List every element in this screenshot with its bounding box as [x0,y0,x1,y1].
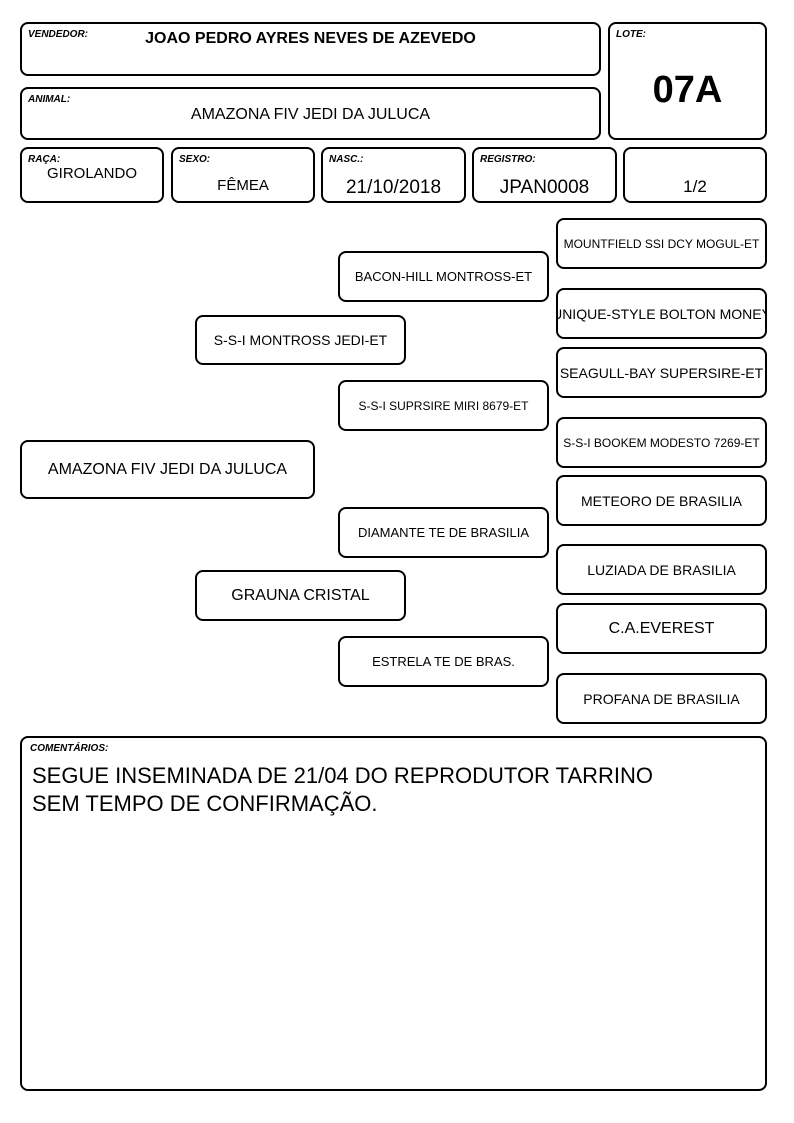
animal-label: ANIMAL: [28,94,71,105]
registro-label: REGISTRO: [480,154,536,165]
animal-value: AMAZONA FIV JEDI DA JULUCA [190,106,431,123]
pedigree-dam: GRAUNA CRISTAL [195,570,406,621]
pedigree-sire: S-S-I MONTROSS JEDI-ET [195,315,406,365]
sexo-label: SEXO: [179,154,211,165]
pedigree-great-grandparent: MOUNTFIELD SSI DCY MOGUL-ET [556,218,767,269]
raca-value: GIROLANDO [46,165,137,182]
comments-box: COMENTÁRIOS: SEGUE INSEMINADA DE 21/04 D… [20,736,767,1091]
pedigree-great-grandparent: SEAGULL-BAY SUPERSIRE-ET [556,347,767,398]
pedigree-dam-sire: DIAMANTE TE DE BRASILIA [338,507,549,558]
pagina-value: 1/2 [683,177,707,196]
comments-label: COMENTÁRIOS: [30,743,109,754]
sexo-box: SEXO: FÊMEA [171,147,315,203]
pedigree-great-grandparent: C.A.EVEREST [556,603,767,654]
vendedor-label: VENDEDOR: [28,29,89,40]
nasc-box: NASC.: 21/10/2018 [321,147,466,203]
pedigree-great-grandparent: S-S-I BOOKEM MODESTO 7269-ET [556,417,767,468]
pagina-box: 1/2 [623,147,767,203]
comments-text: SEGUE INSEMINADA DE 21/04 DO REPRODUTOR … [32,763,654,816]
pedigree-great-grandparent: LUZIADA DE BRASILIA [556,544,767,595]
pedigree-sire-dam: S-S-I SUPRSIRE MIRI 8679-ET [338,380,549,431]
vendedor-box: VENDEDOR: JOAO PEDRO AYRES NEVES DE AZEV… [20,22,601,76]
lote-label: LOTE: [616,29,646,40]
animal-box: ANIMAL: AMAZONA FIV JEDI DA JULUCA [20,87,601,140]
nasc-label: NASC.: [329,154,364,165]
pedigree-great-grandparent: METEORO DE BRASILIA [556,475,767,526]
pedigree-sire-sire: BACON-HILL MONTROSS-ET [338,251,549,302]
pedigree-dam-dam: ESTRELA TE DE BRAS. [338,636,549,687]
registro-box: REGISTRO: JPAN0008 [472,147,617,203]
nasc-value: 21/10/2018 [345,177,442,198]
pedigree-animal: AMAZONA FIV JEDI DA JULUCA [20,440,315,499]
lote-box: LOTE: 07A [608,22,767,140]
pedigree-great-grandparent: PROFANA DE BRASILIA [556,673,767,724]
pedigree-great-grandparent: UNIQUE-STYLE BOLTON MONEY [556,288,767,339]
registro-value: JPAN0008 [499,177,590,198]
raca-box: RAÇA: GIROLANDO [20,147,164,203]
vendedor-value: JOAO PEDRO AYRES NEVES DE AZEVEDO [145,30,476,47]
raca-label: RAÇA: [28,154,61,165]
lote-value: 07A [652,69,723,111]
sexo-value: FÊMEA [217,177,269,194]
